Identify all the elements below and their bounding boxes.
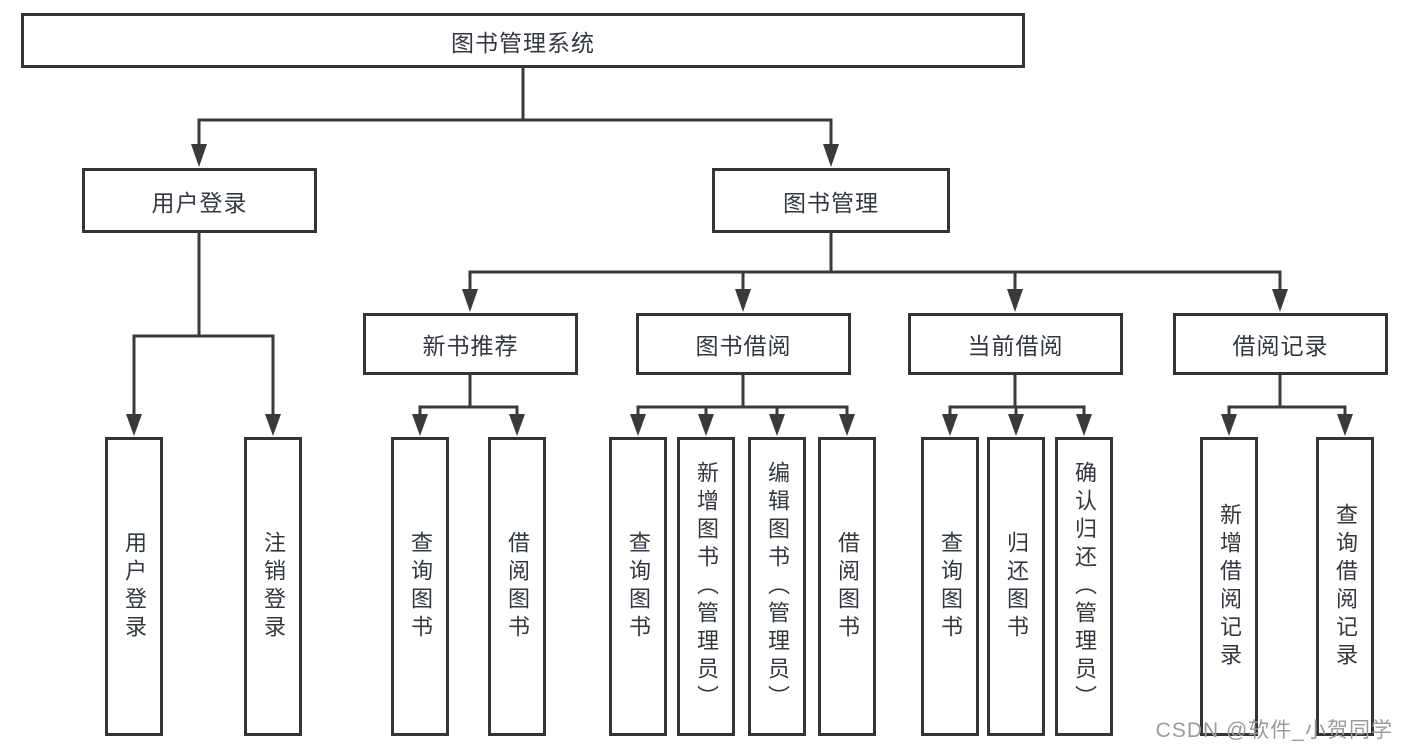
node-user-login: 用户登录	[82, 168, 317, 233]
edge-root-to-level2	[191, 68, 839, 167]
node-label: 确认归还（管理员）	[1072, 460, 1097, 713]
node-current-borrow: 当前借阅	[908, 313, 1123, 375]
node-label: 查询借阅记录	[1333, 502, 1358, 671]
leaf-user-login: 用户登录	[105, 437, 163, 736]
node-root-library-system: 图书管理系统	[21, 13, 1025, 68]
node-label: 编辑图书（管理员）	[765, 460, 790, 713]
leaf-logout: 注销登录	[244, 437, 302, 736]
edge-book-management-to-level3	[462, 233, 1288, 312]
leaf-add-books-admin: 新增图书（管理员）	[677, 437, 735, 736]
leaf-query-books-current: 查询图书	[921, 437, 979, 736]
leaf-return-books: 归还图书	[987, 437, 1045, 736]
leaf-query-books-borrow: 查询图书	[609, 437, 667, 736]
node-label: 用户登录	[122, 530, 147, 643]
node-label: 图书借阅	[695, 333, 792, 359]
node-label: 当前借阅	[967, 333, 1064, 359]
node-label: 借阅图书	[835, 530, 860, 643]
edge-user-login-to-leaves	[126, 233, 281, 436]
node-label: 图书管理系统	[451, 29, 595, 56]
leaf-confirm-return-admin: 确认归还（管理员）	[1055, 437, 1113, 736]
node-label: 新增图书（管理员）	[694, 460, 719, 713]
leaf-edit-books-admin: 编辑图书（管理员）	[748, 437, 806, 736]
leaf-borrow-books-recommend: 借阅图书	[488, 437, 546, 736]
node-label: 注销登录	[261, 530, 286, 643]
edge-current-borrow-to-leaves	[942, 375, 1092, 436]
edge-borrow-record-to-leaves	[1221, 375, 1353, 436]
edge-new-book-recommend-to-leaves	[412, 375, 525, 436]
node-label: 用户登录	[151, 189, 248, 216]
leaf-borrow-books: 借阅图书	[818, 437, 876, 736]
node-label: 归还图书	[1004, 530, 1029, 643]
node-label: 图书管理	[783, 189, 879, 216]
leaf-query-books-recommend: 查询图书	[391, 437, 449, 736]
node-label: 查询图书	[408, 530, 433, 643]
node-label: 借阅图书	[505, 530, 530, 643]
node-label: 查询图书	[938, 530, 963, 643]
node-new-book-recommend: 新书推荐	[363, 313, 578, 375]
node-book-management: 图书管理	[712, 168, 950, 233]
node-borrow-record: 借阅记录	[1173, 313, 1388, 375]
node-book-borrow: 图书借阅	[636, 313, 851, 375]
node-label: 查询图书	[626, 530, 651, 643]
csdn-watermark: CSDN @软件_小贺同学	[1155, 719, 1393, 742]
node-label: 新书推荐	[422, 333, 519, 359]
leaf-add-borrow-record: 新增借阅记录	[1200, 437, 1258, 736]
edge-book-borrow-to-leaves	[630, 375, 855, 436]
leaf-query-borrow-record: 查询借阅记录	[1316, 437, 1374, 736]
node-label: 新增借阅记录	[1217, 502, 1242, 671]
node-label: 借阅记录	[1232, 333, 1329, 359]
